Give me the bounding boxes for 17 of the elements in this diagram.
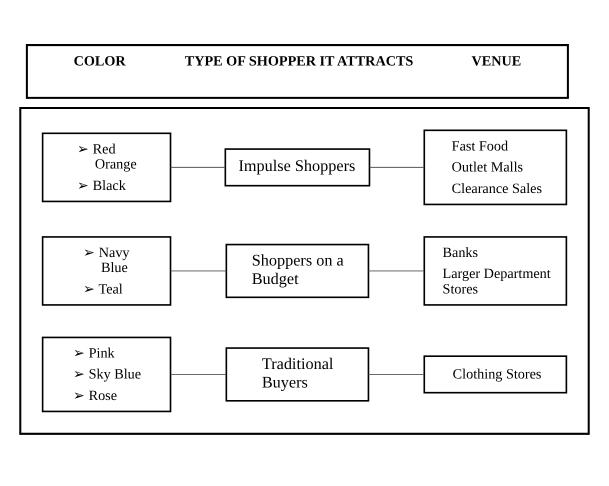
node-box: Shoppers on a Budget [226,243,370,298]
node-box: Fast Food Outlet Malls Clearance Sales [423,129,568,205]
connector [170,166,226,168]
node-box: ➢ Pink ➢ Sky Blue ➢ Rose [42,336,172,412]
node-box: COLOR TYPE OF SHOPPER IT ATTRACTS VENUE [26,44,569,98]
node-box: ➢ Navy Blue ➢ Teal [42,236,172,306]
connector [369,166,425,168]
cluster [19,106,590,434]
node-box: Banks Larger Department Stores [423,236,568,306]
connector [170,270,227,271]
node-box: Impulse Shoppers [224,148,370,186]
connector [368,270,424,271]
node-box: Traditional Buyers [226,346,370,402]
node-box: Clothing Stores [423,354,568,394]
connector [368,373,424,374]
node-box: ➢ Red Orange ➢ Black [42,132,172,202]
connector [170,373,227,374]
